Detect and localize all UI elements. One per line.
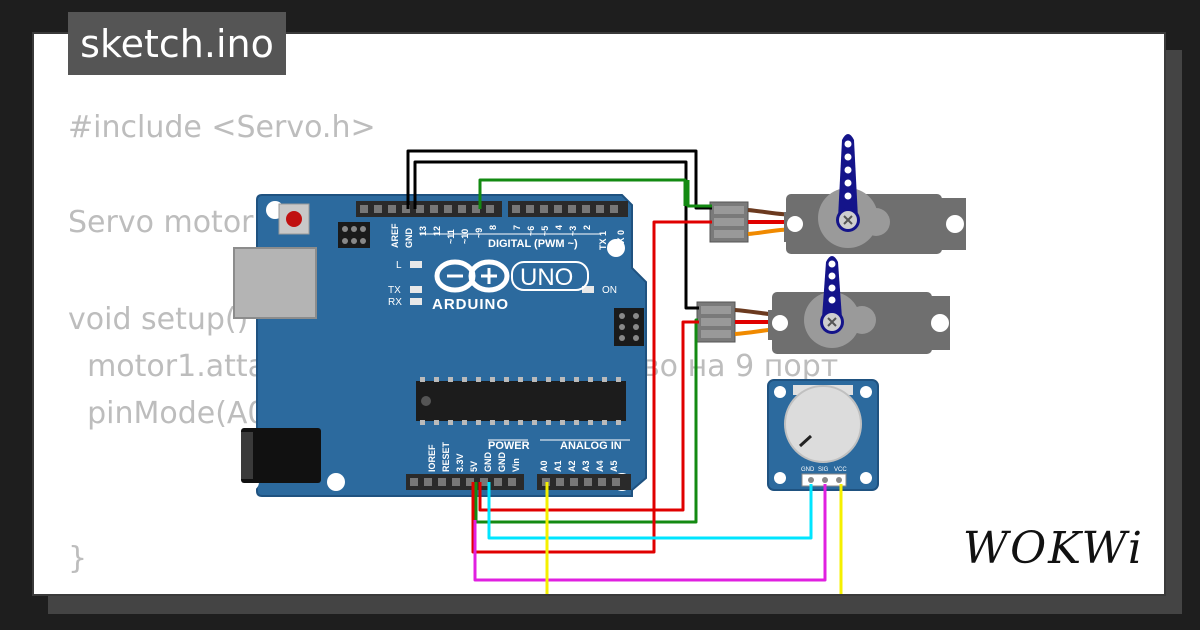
arduino-logo-icon xyxy=(434,259,510,293)
code-line: motor1.atta xyxy=(68,349,267,384)
pin-label: A4 xyxy=(595,460,605,472)
servo-motor-2[interactable] xyxy=(696,256,950,354)
pin-label: Vin xyxy=(511,458,521,472)
led-rx-label: RX xyxy=(388,297,402,308)
pin-label: 7 xyxy=(512,225,522,230)
pin-label: ~5 xyxy=(540,226,550,236)
pot-pin-label: GND xyxy=(801,467,815,473)
code-line: void setup() xyxy=(68,302,249,337)
led-rx xyxy=(410,298,422,305)
code-line: во на 9 порт xyxy=(642,349,839,384)
wire-5v-servo2 xyxy=(478,320,699,512)
led-l xyxy=(410,261,422,268)
pin-label: 4 xyxy=(554,225,564,230)
model-label: UNO xyxy=(520,264,573,291)
wires xyxy=(406,149,843,594)
pin-label: ~11 xyxy=(446,229,456,244)
mount-hole xyxy=(327,473,345,491)
wire-signal-servo2 xyxy=(474,318,698,524)
pin-label: 12 xyxy=(432,226,442,236)
servo-horn xyxy=(838,134,858,218)
wire-gnd-pot xyxy=(487,482,813,540)
pin-label: ~6 xyxy=(526,226,536,236)
pin-label: 13 xyxy=(418,226,428,236)
pot-pin-label: SIG xyxy=(818,467,829,473)
pin-label: A0 xyxy=(539,460,549,472)
pin-label: ~3 xyxy=(568,226,578,236)
mount-hole xyxy=(607,239,625,257)
wire-vcc-pot xyxy=(473,484,827,582)
pin-label: TX 1 xyxy=(598,231,608,250)
potentiometer-knob[interactable] xyxy=(784,385,862,463)
code-line: #include <Servo.h> xyxy=(68,110,376,145)
pin-label: GND xyxy=(483,452,493,473)
power-analog-header xyxy=(406,474,631,490)
led-on-label: ON xyxy=(602,285,617,296)
wokwi-logo: WOKWi xyxy=(962,523,1144,574)
usb-port xyxy=(233,247,317,319)
pin-label: RX 0 xyxy=(616,230,626,250)
arduino-uno-board[interactable]: AREF GND 13 12 ~11 ~10 ~9 8 7 ~6 ~5 4 ~3… xyxy=(233,194,647,497)
pin-label: A1 xyxy=(553,460,563,472)
brand-label: ARDUINO xyxy=(432,296,509,313)
led-tx-label: TX xyxy=(388,285,401,296)
pin-label: A2 xyxy=(567,460,577,472)
led-l-label: L xyxy=(396,260,402,271)
power-jack xyxy=(241,428,321,483)
pin-label: 8 xyxy=(488,225,498,230)
pin-label: IOREF xyxy=(427,444,437,472)
servo-motor-1[interactable] xyxy=(709,134,966,254)
pin-label: A5 xyxy=(609,460,619,472)
pin-label: 5V xyxy=(469,461,479,472)
pin-label: GND xyxy=(404,228,414,249)
pin-label: ~9 xyxy=(474,228,484,238)
code-line: pinMode(A0 xyxy=(68,396,267,431)
pin-label: ~10 xyxy=(460,229,470,244)
wire-signal-servo1 xyxy=(686,180,712,208)
pin-label: RESET xyxy=(441,441,451,472)
pin-label: A3 xyxy=(581,460,591,472)
pin-label: AREF xyxy=(390,223,400,248)
file-tab[interactable]: sketch.ino xyxy=(68,12,286,75)
atmega-chip xyxy=(416,377,626,425)
led-tx xyxy=(410,286,422,293)
pin-label: 2 xyxy=(582,225,592,230)
analog-header-label: ANALOG IN xyxy=(560,440,622,452)
power-header-label: POWER xyxy=(488,440,530,452)
led-on xyxy=(582,286,594,293)
wire-gnd-servo1 xyxy=(406,149,712,210)
code-editor: #include <Servo.h> Servo motor void setu… xyxy=(34,34,1164,594)
wire-gnd-servo2 xyxy=(413,160,699,310)
potentiometer[interactable]: GND SIG VCC xyxy=(767,379,879,491)
pin-label: 3.3V xyxy=(455,453,465,472)
wire-5v-servo1 xyxy=(471,220,712,554)
code-line: Servo motor xyxy=(68,205,254,240)
pot-pin-label: VCC xyxy=(834,467,847,473)
digital-header xyxy=(356,201,628,217)
digital-header-label: DIGITAL (PWM ~) xyxy=(488,238,578,250)
pin-label: GND xyxy=(497,452,507,473)
code-line: } xyxy=(68,541,88,576)
